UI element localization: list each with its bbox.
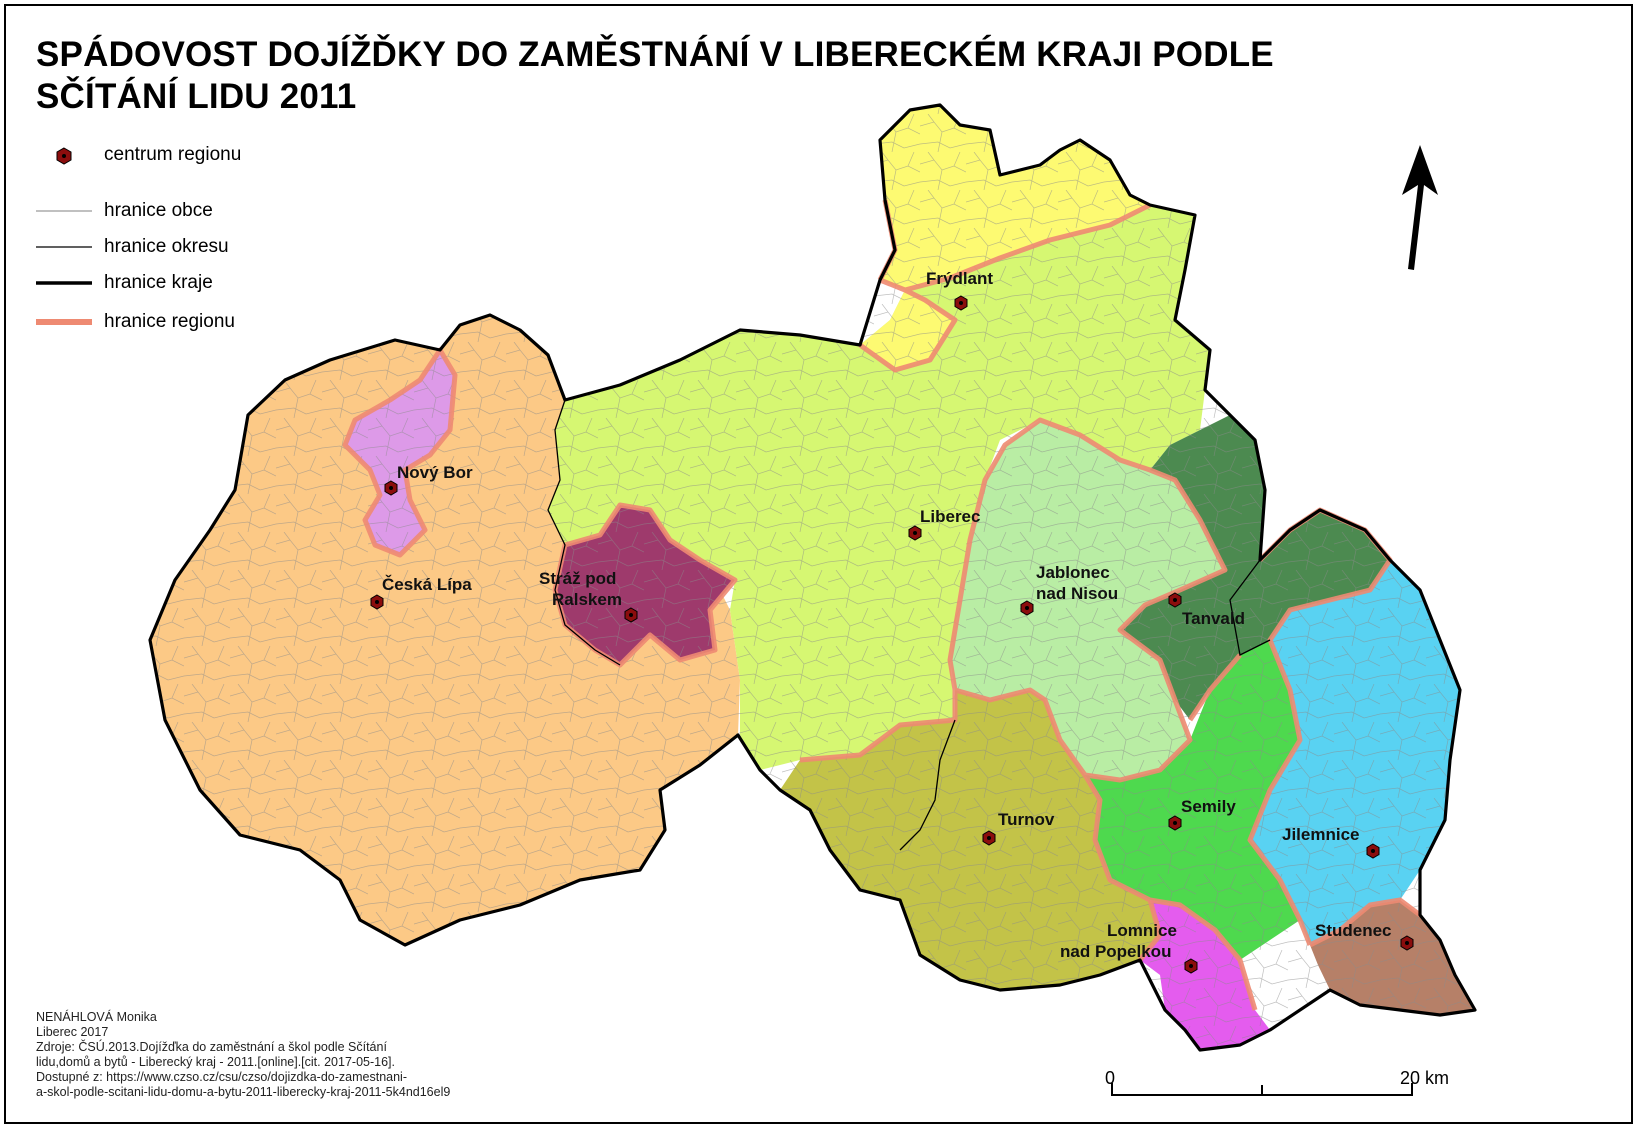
label-frydlant: Frýdlant (926, 269, 993, 288)
district-line-icon (36, 246, 92, 248)
label-lomnice-line1: Lomnice (1107, 921, 1177, 940)
scale-end-label: 20 km (1400, 1068, 1450, 1088)
center-studenec[interactable] (1400, 935, 1414, 951)
label-liberec: Liberec (920, 507, 980, 526)
legend-label: hranice obce (104, 200, 213, 221)
center-turnov[interactable] (982, 830, 996, 846)
north-arrow-icon (1402, 145, 1438, 270)
label-straz-line2: Ralskem (552, 590, 622, 609)
region-boundaries (342, 199, 1422, 1011)
center-straz[interactable] (624, 607, 638, 623)
scale-start-label: 0 (1105, 1068, 1116, 1088)
center-liberec[interactable] (908, 525, 922, 541)
center-semily[interactable] (1168, 815, 1182, 831)
credit-line: NENÁHLOVÁ Monika (36, 1010, 157, 1024)
center-frydlant[interactable] (954, 295, 968, 311)
label-ceska-lipa: Česká Lípa (382, 575, 472, 594)
municipal-line-icon (36, 210, 92, 212)
scale-bar-graphic (1111, 1083, 1413, 1096)
center-novy-bor[interactable] (384, 480, 398, 496)
center-lomnice[interactable] (1184, 958, 1198, 974)
map-frame (4, 4, 1633, 1124)
region-line-icon (36, 319, 92, 325)
map-title: SPÁDOVOST DOJÍŽĎKY DO ZAMĚSTNÁNÍ V LIBER… (36, 35, 1274, 116)
label-novy-bor: Nový Bor (397, 463, 473, 482)
kraj-line-icon (36, 281, 92, 285)
credit-line: a-skol-podle-scitani-lidu-domu-a-bytu-20… (36, 1085, 451, 1099)
label-studenec: Studenec (1315, 921, 1392, 940)
center-ceska-lipa[interactable] (370, 594, 384, 610)
legend-label: hranice kraje (104, 272, 213, 293)
municipal-boundaries (150, 105, 1475, 1050)
region-center-icon (56, 147, 72, 165)
legend-item-obec: hranice obce (34, 196, 334, 226)
scale-bar (1100, 1065, 1440, 1105)
legend-item-region: hranice regionu (34, 307, 334, 337)
center-jablonec[interactable] (1020, 600, 1034, 616)
legend-item-center: centrum regionu (34, 140, 334, 170)
label-turnov: Turnov (998, 810, 1055, 829)
center-tanvald[interactable] (1168, 592, 1182, 608)
legend-item-kraj: hranice kraje (34, 268, 334, 298)
label-jablonec-line2: nad Nisou (1036, 584, 1118, 603)
legend-label: centrum regionu (104, 144, 242, 165)
legend-label: hranice okresu (104, 236, 229, 257)
credits: NENÁHLOVÁ Monika Liberec 2017 Zdroje: ČS… (36, 1010, 596, 1100)
credit-line: lidu,domů a bytů - Liberecký kraj - 2011… (36, 1055, 395, 1069)
region-centers (370, 295, 1414, 974)
legend-item-okres: hranice okresu (34, 232, 334, 262)
credit-line: Dostupné z: https://www.czso.cz/csu/czso… (36, 1070, 407, 1084)
region-outline-kraj (148, 103, 1477, 1052)
district-boundaries (547, 399, 1271, 851)
credit-line: Zdroje: ČSÚ.2013.Dojížďka do zaměstnání … (36, 1040, 387, 1054)
label-jablonec-line1: Jablonec (1036, 563, 1110, 582)
label-straz-line1: Stráž pod (539, 569, 616, 588)
label-semily: Semily (1181, 797, 1236, 816)
place-labels: Frýdlant Nový Bor Česká Lípa Stráž pod R… (382, 269, 1392, 961)
label-jilemnice: Jilemnice (1282, 825, 1360, 844)
label-tanvald: Tanvald (1182, 609, 1245, 628)
label-lomnice-line2: nad Popelkou (1060, 942, 1171, 961)
credit-line: Liberec 2017 (36, 1025, 109, 1039)
legend-label: hranice regionu (104, 311, 235, 332)
center-jilemnice[interactable] (1366, 843, 1380, 859)
